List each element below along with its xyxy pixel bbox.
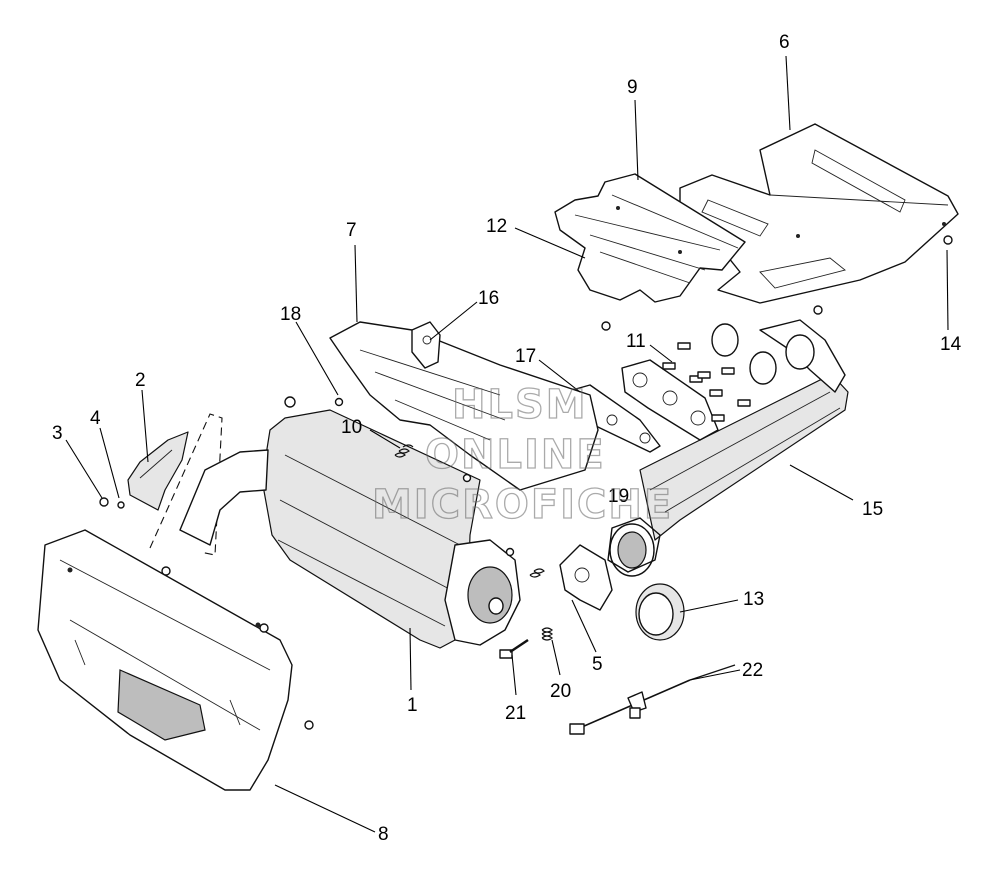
callout-7: 7 xyxy=(346,220,357,241)
callout-3: 3 xyxy=(52,423,63,444)
callout-22: 22 xyxy=(742,660,763,681)
clamp-ring-13 xyxy=(635,583,685,641)
flange-11 xyxy=(621,342,751,441)
muffler-1 xyxy=(261,409,521,649)
callout-14: 14 xyxy=(940,334,962,355)
callout-15: 15 xyxy=(862,499,883,520)
callout-21: 21 xyxy=(505,703,526,724)
heat-shield-6 xyxy=(679,123,959,304)
exhaust-tube xyxy=(179,449,269,546)
bolt-21 xyxy=(499,638,529,659)
callout-9: 9 xyxy=(627,77,638,98)
callout-8: 8 xyxy=(378,824,389,845)
callout-12: 12 xyxy=(486,216,507,237)
callout-20: 20 xyxy=(550,681,571,702)
heat-shield-7 xyxy=(329,321,599,491)
flange-5 xyxy=(559,544,613,611)
callout-13: 13 xyxy=(743,589,764,610)
callout-2: 2 xyxy=(135,370,146,391)
callout-16: 16 xyxy=(478,288,499,309)
watermark-line-3: MICROFICHE xyxy=(372,482,673,528)
watermark-line-2: ONLINE xyxy=(425,432,606,478)
heat-shield-8 xyxy=(37,529,293,791)
leader-lines xyxy=(65,55,949,833)
callout-labels: 6 9 12 7 16 18 17 11 14 2 10 3 4 15 19 1… xyxy=(52,32,962,845)
spring-19 xyxy=(529,568,545,578)
watermark-line-1: HLSM xyxy=(452,382,588,428)
callout-17: 17 xyxy=(515,346,536,367)
callout-6: 6 xyxy=(779,32,790,53)
bracket-16 xyxy=(411,321,441,369)
callout-4: 4 xyxy=(90,408,101,429)
cable-tie-22 xyxy=(569,664,736,735)
callout-10: 10 xyxy=(341,417,362,438)
heat-shield-9 xyxy=(554,173,746,303)
callout-11: 11 xyxy=(626,331,646,352)
watermark: HLSM ONLINE MICROFICHE xyxy=(371,381,673,528)
fasteners xyxy=(99,235,953,730)
deflector-2 xyxy=(127,413,223,556)
callout-1: 1 xyxy=(407,695,418,716)
dashed-outline-2 xyxy=(149,413,223,556)
spring-20 xyxy=(541,627,553,641)
bolts-11 xyxy=(662,342,751,422)
callout-18: 18 xyxy=(280,304,301,325)
exhaust-pipe-15 xyxy=(607,319,849,577)
callout-19: 19 xyxy=(608,486,629,507)
spring-10 xyxy=(394,444,414,458)
callout-5: 5 xyxy=(592,654,603,675)
